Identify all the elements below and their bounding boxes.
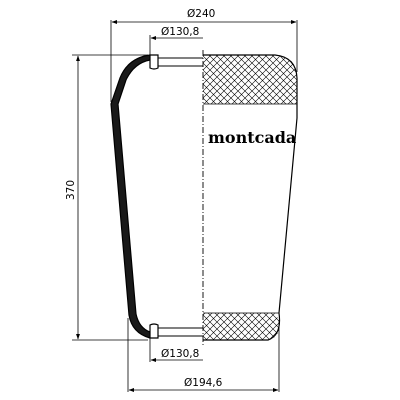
bottom-bead <box>149 323 159 339</box>
top-plate-diameter-label: Ø130,8 <box>161 26 199 38</box>
bottom-fabric-mesh <box>203 313 279 340</box>
overall-diameter-label: Ø240 <box>187 8 215 20</box>
bottom-diameter-label: Ø194,6 <box>184 377 223 389</box>
height-label: 370 <box>65 180 77 200</box>
top-bead <box>149 54 159 70</box>
bellow-section-left-fill <box>111 55 150 338</box>
bottom-plate-diameter-label: Ø130,8 <box>161 348 199 360</box>
brand-logo-text: montcada <box>208 128 296 147</box>
top-fabric-mesh <box>203 55 297 104</box>
